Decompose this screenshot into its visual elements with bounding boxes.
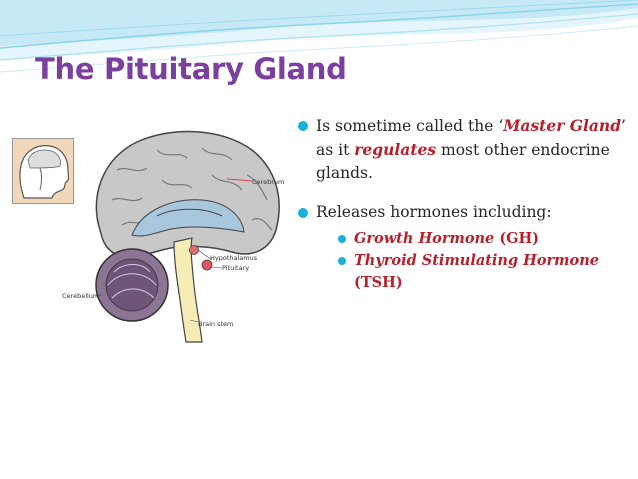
bullet-text: Is sometime called the ‘ (316, 117, 504, 135)
bullet-dot-icon (298, 121, 308, 131)
hormone-abbr: (TSH) (354, 274, 403, 291)
bullet-dot-icon (298, 208, 308, 218)
bullet-master-gland: Is sometime called the ‘Master Gland’ as… (297, 114, 632, 185)
regulates-emphasis: regulates (354, 140, 437, 159)
sub-bullet-dot-icon (338, 257, 346, 265)
hypothalamus-label: Hypothalamus (210, 254, 258, 262)
head-silhouette-icon (12, 138, 74, 204)
hypothalamus-marker (189, 245, 199, 255)
hormone-abbr: (GH) (494, 230, 540, 247)
sub-bullet-dot-icon (338, 235, 346, 243)
hormone-item-growth: Growth Hormone (GH) (337, 228, 632, 250)
hormone-name: Growth Hormone (354, 230, 495, 247)
bullet-text: most other endocrine glands. (316, 141, 610, 182)
header-wave-decoration (0, 0, 638, 73)
hormone-name: Thyroid Stimulating Hormone (354, 252, 599, 269)
bullet-text: ’ as it (316, 117, 626, 159)
brain-stem-label: Brain stem (198, 320, 233, 328)
cerebellum-label: Cerebellum (62, 292, 99, 300)
hormone-list: Growth Hormone (GH) Thyroid Stimulating … (337, 228, 632, 294)
pituitary-label: Pituitary (222, 264, 249, 272)
slide-title: The Pituitary Gland (35, 52, 347, 86)
hormone-item-thyroid: Thyroid Stimulating Hormone (TSH) (337, 250, 632, 294)
brain-diagram: Cerebrum Hypothalamus Pituitary Cerebell… (62, 130, 284, 343)
bullet-releases-hormones: Releases hormones including: Growth Horm… (297, 201, 632, 294)
cerebrum-label: Cerebrum (252, 178, 284, 186)
cerebrum-shape (95, 130, 280, 258)
cerebellum-shape (95, 248, 169, 322)
bullet-text: Releases hormones including: (316, 203, 552, 221)
master-gland-emphasis: Master Gland (503, 116, 622, 135)
bullet-list: Is sometime called the ‘Master Gland’ as… (297, 114, 632, 294)
pituitary-marker (201, 259, 213, 271)
